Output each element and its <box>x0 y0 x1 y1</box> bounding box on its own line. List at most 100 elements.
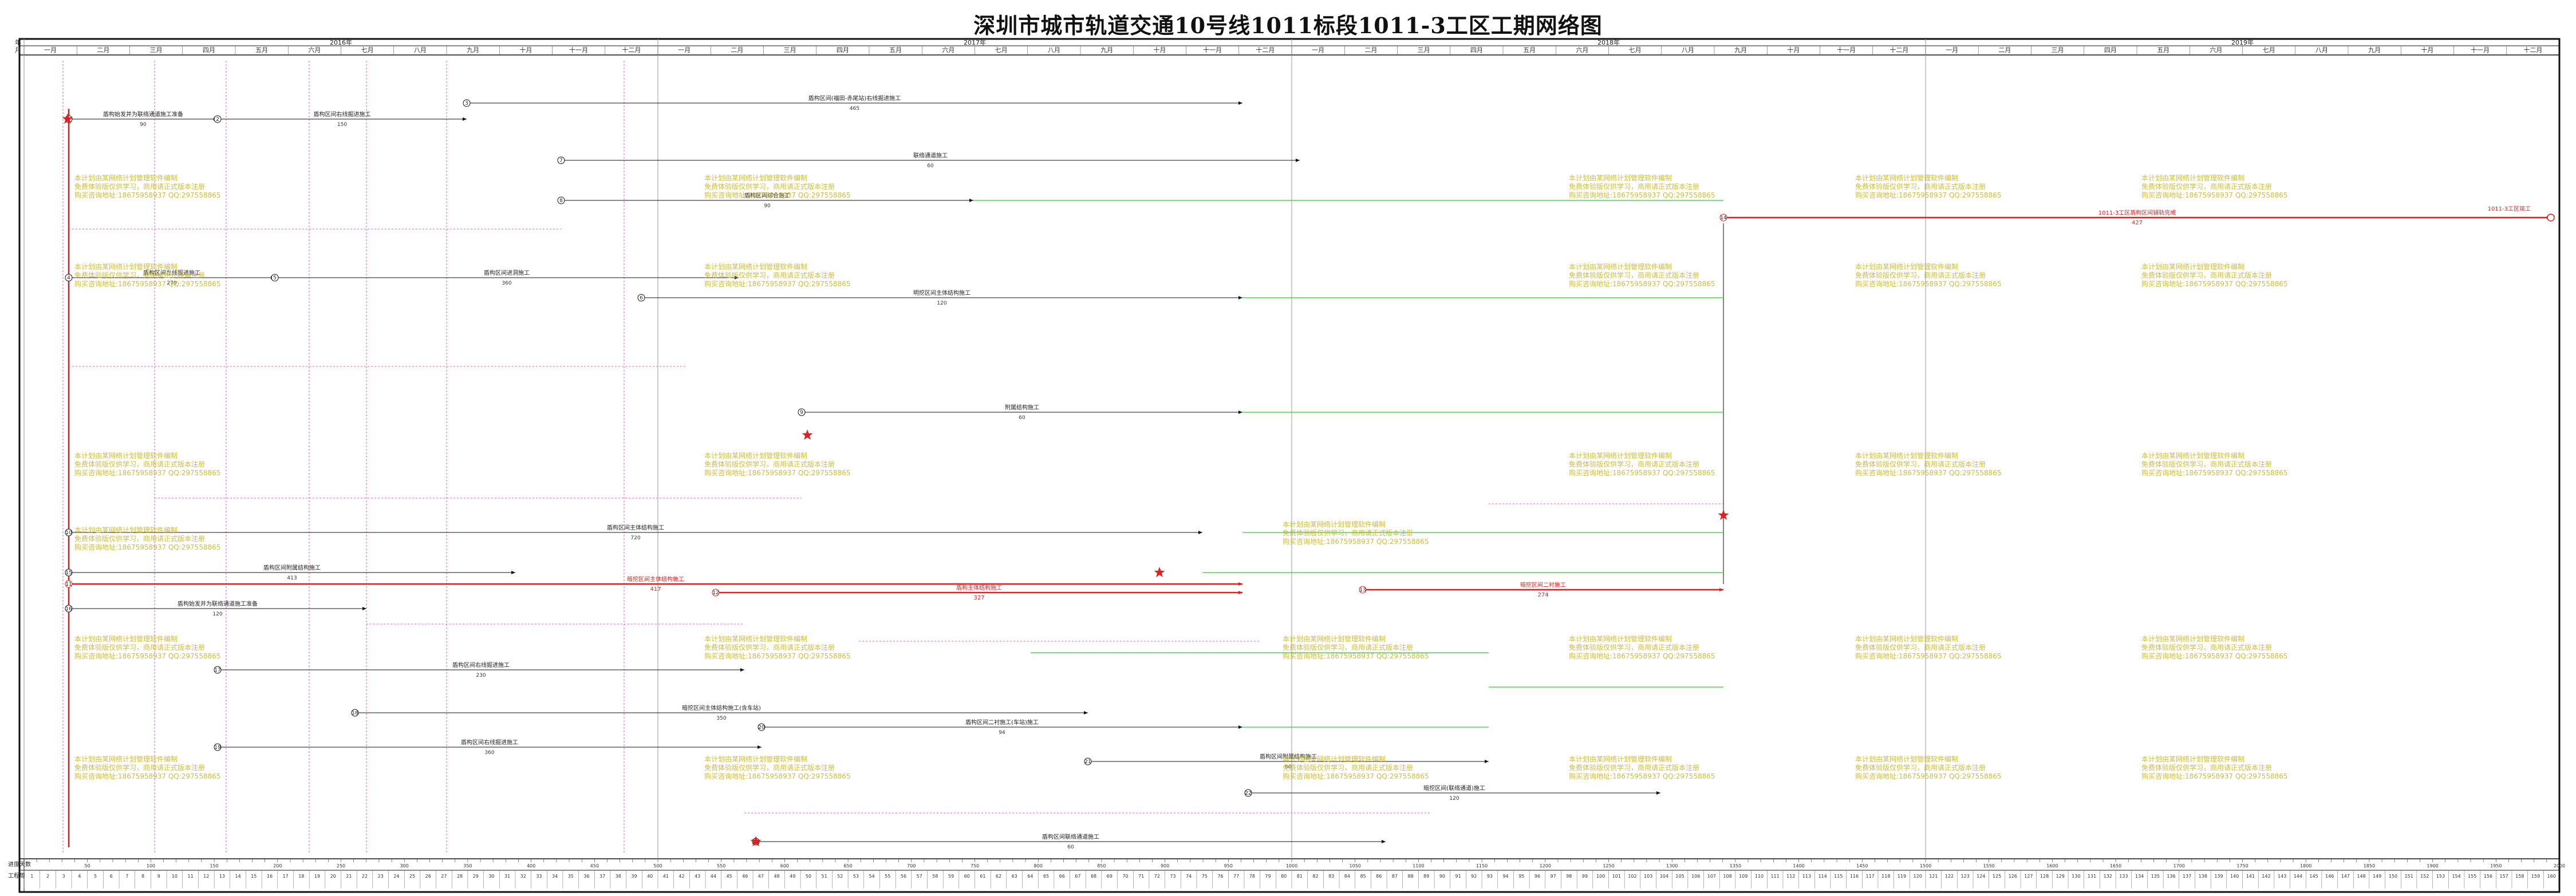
month-label: 四月 <box>203 46 215 54</box>
week-label: 108 <box>1723 874 1731 879</box>
week-label: 53 <box>853 874 859 879</box>
day-tick-label: 400 <box>527 863 535 869</box>
day-tick-label: 850 <box>1097 863 1106 869</box>
day-tick-label: 300 <box>400 863 409 869</box>
month-label: 十一月 <box>1837 46 1856 54</box>
week-label: 114 <box>1818 874 1827 879</box>
milestone-star <box>62 113 73 124</box>
arrow-head <box>735 276 739 279</box>
activity-label: 盾构区间联络通道施工 <box>1042 833 1099 840</box>
week-label: 21 <box>346 874 352 879</box>
month-label: 三月 <box>1418 46 1430 54</box>
month-label: 九月 <box>467 46 479 54</box>
week-label: 146 <box>2325 874 2334 879</box>
activity-duration: 90 <box>764 203 771 209</box>
activity-label: 附属结构施工 <box>1005 404 1039 411</box>
week-label: 84 <box>1344 874 1350 879</box>
month-label: 五月 <box>889 46 902 54</box>
watermark-text: 本计划由某网络计划管理软件编制 <box>1855 262 1958 271</box>
week-label: 109 <box>1739 874 1747 879</box>
week-label: 64 <box>1027 874 1033 879</box>
finish-label: 1011-3工区竣工 <box>2488 205 2531 212</box>
event-node <box>1359 586 1367 594</box>
watermark-text: 免费体验版仅供学习，商用请正式版本注册 <box>74 460 205 468</box>
week-label: 152 <box>2420 874 2429 879</box>
week-label: 75 <box>1202 874 1208 879</box>
day-tick-label: 550 <box>717 863 725 869</box>
month-label: 十月 <box>519 46 532 54</box>
week-label: 154 <box>2452 874 2460 879</box>
week-label: 127 <box>2024 874 2033 879</box>
activity-duration: 360 <box>502 281 511 286</box>
day-tick-label: 650 <box>843 863 852 869</box>
event-node <box>463 99 471 107</box>
month-label: 四月 <box>837 46 849 54</box>
day-tick-label: 1250 <box>1603 863 1614 869</box>
day-tick-label: 1450 <box>1856 863 1868 869</box>
month-label: 四月 <box>1470 46 1483 54</box>
watermark-text: 免费体验版仅供学习，商用请正式版本注册 <box>1283 763 1413 772</box>
watermark-text: 免费体验版仅供学习，商用请正式版本注册 <box>1855 271 1986 279</box>
arrow-head <box>1382 840 1386 843</box>
month-label: 三月 <box>150 46 163 54</box>
week-label: 4 <box>78 874 81 879</box>
month-label: 二月 <box>97 46 109 54</box>
week-label: 85 <box>1360 874 1366 879</box>
week-label: 52 <box>837 874 843 879</box>
week-label: 131 <box>2088 874 2096 879</box>
week-label: 55 <box>885 874 890 879</box>
watermark-text: 本计划由某网络计划管理软件编制 <box>704 173 807 182</box>
watermark-text: 本计划由某网络计划管理软件编制 <box>2141 173 2244 182</box>
month-label: 一月 <box>1312 46 1324 54</box>
event-node <box>214 743 222 751</box>
week-label: 27 <box>441 874 447 879</box>
activity-duration: 427 <box>2132 220 2143 226</box>
watermark-text: 购买咨询地址:18675958937 QQ:297558865 <box>1855 468 2002 477</box>
week-label: 28 <box>457 874 463 879</box>
arrow-head <box>1485 760 1489 763</box>
activity-label: 盾构区间左线掘进施工 <box>143 269 200 277</box>
week-label: 94 <box>1503 874 1509 879</box>
week-label: 138 <box>2199 874 2207 879</box>
day-tick-label: 350 <box>463 863 472 869</box>
week-label: 149 <box>2373 874 2381 879</box>
week-label: 30 <box>488 874 494 879</box>
day-tick-label: 100 <box>147 863 155 869</box>
month-label: 七月 <box>995 46 1008 54</box>
week-label: 104 <box>1660 874 1668 879</box>
week-label: 61 <box>980 874 985 879</box>
event-node-number: 11 <box>65 582 72 587</box>
week-label: 156 <box>2484 874 2492 879</box>
event-node-number: 22 <box>1245 791 1251 796</box>
event-node <box>65 569 73 577</box>
week-label: 16 <box>267 874 273 879</box>
watermark-text: 免费体验版仅供学习，商用请正式版本注册 <box>1569 763 1699 772</box>
month-label: 九月 <box>2368 46 2381 54</box>
week-label: 11 <box>187 874 193 879</box>
month-label: 十月 <box>1153 46 1166 54</box>
watermark-text: 本计划由某网络计划管理软件编制 <box>74 755 177 763</box>
week-label: 145 <box>2309 874 2318 879</box>
week-label: 71 <box>1138 874 1144 879</box>
day-tick-label: 1100 <box>1413 863 1424 869</box>
event-node <box>557 196 565 204</box>
activity-label: 盾构区间右线掘进施工 <box>452 661 510 669</box>
activity-label: 暗挖区间主体结构施工 <box>627 575 684 583</box>
footer-period-label: 工程周 <box>8 873 25 879</box>
week-label: 142 <box>2262 874 2270 879</box>
day-tick-label: 1400 <box>1793 863 1804 869</box>
watermark-text: 免费体验版仅供学习，商用请正式版本注册 <box>704 763 835 772</box>
week-label: 57 <box>917 874 922 879</box>
week-label: 118 <box>1881 874 1890 879</box>
week-label: 110 <box>1755 874 1764 879</box>
watermark-text: 购买咨询地址:18675958937 QQ:297558865 <box>1569 772 1715 780</box>
activity-label: 盾构区间右线掘进施工 <box>314 110 371 118</box>
day-tick-label: 450 <box>590 863 599 869</box>
week-label: 60 <box>964 874 970 879</box>
month-label: 六月 <box>308 46 321 54</box>
month-label: 七月 <box>361 46 374 54</box>
year-label: 2016年 <box>330 38 352 46</box>
watermark-text: 购买咨询地址:18675958937 QQ:297558865 <box>704 468 851 477</box>
day-tick-label: 1150 <box>1476 863 1488 869</box>
watermark-text: 购买咨询地址:18675958937 QQ:297558865 <box>704 652 851 660</box>
